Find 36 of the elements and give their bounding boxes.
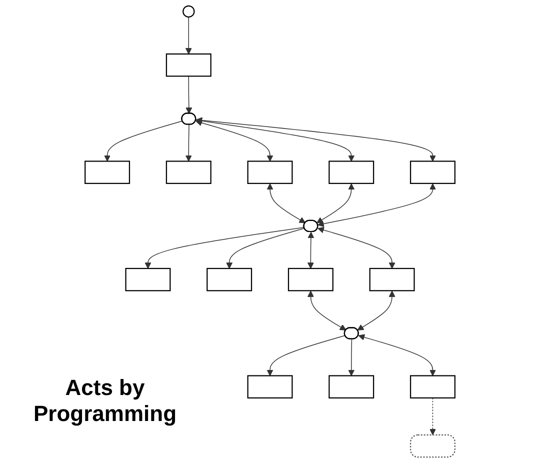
arrow bbox=[358, 334, 436, 376]
arrow bbox=[318, 226, 396, 269]
node-box bbox=[328, 375, 374, 398]
arrow bbox=[196, 117, 436, 162]
node-box bbox=[410, 434, 456, 458]
node-box bbox=[247, 375, 293, 398]
arrow bbox=[226, 228, 305, 269]
node-box bbox=[84, 160, 130, 184]
node-box bbox=[206, 268, 252, 292]
node-box bbox=[410, 375, 456, 398]
arrow bbox=[318, 183, 436, 228]
arrow bbox=[196, 118, 355, 162]
node-box bbox=[166, 160, 212, 184]
arrow bbox=[104, 120, 183, 162]
node-box bbox=[369, 268, 415, 292]
arrow bbox=[186, 76, 192, 114]
caption-text: Acts by Programming bbox=[32, 375, 178, 427]
arrow bbox=[307, 290, 346, 330]
arrow bbox=[316, 183, 355, 224]
node-box bbox=[125, 268, 171, 292]
arrow bbox=[429, 398, 436, 436]
node-box bbox=[247, 160, 293, 184]
arrow bbox=[196, 120, 274, 162]
node-circle bbox=[182, 5, 195, 18]
node-box bbox=[328, 160, 374, 184]
node-box bbox=[288, 268, 334, 292]
arrow bbox=[357, 290, 396, 330]
arrow bbox=[185, 124, 192, 162]
arrow bbox=[266, 335, 346, 376]
arrow bbox=[348, 338, 355, 376]
arrow bbox=[144, 226, 305, 269]
node-box bbox=[410, 160, 456, 184]
arrow bbox=[266, 183, 306, 224]
node-box bbox=[166, 53, 212, 77]
arrow bbox=[307, 232, 314, 269]
arrow bbox=[185, 16, 192, 54]
